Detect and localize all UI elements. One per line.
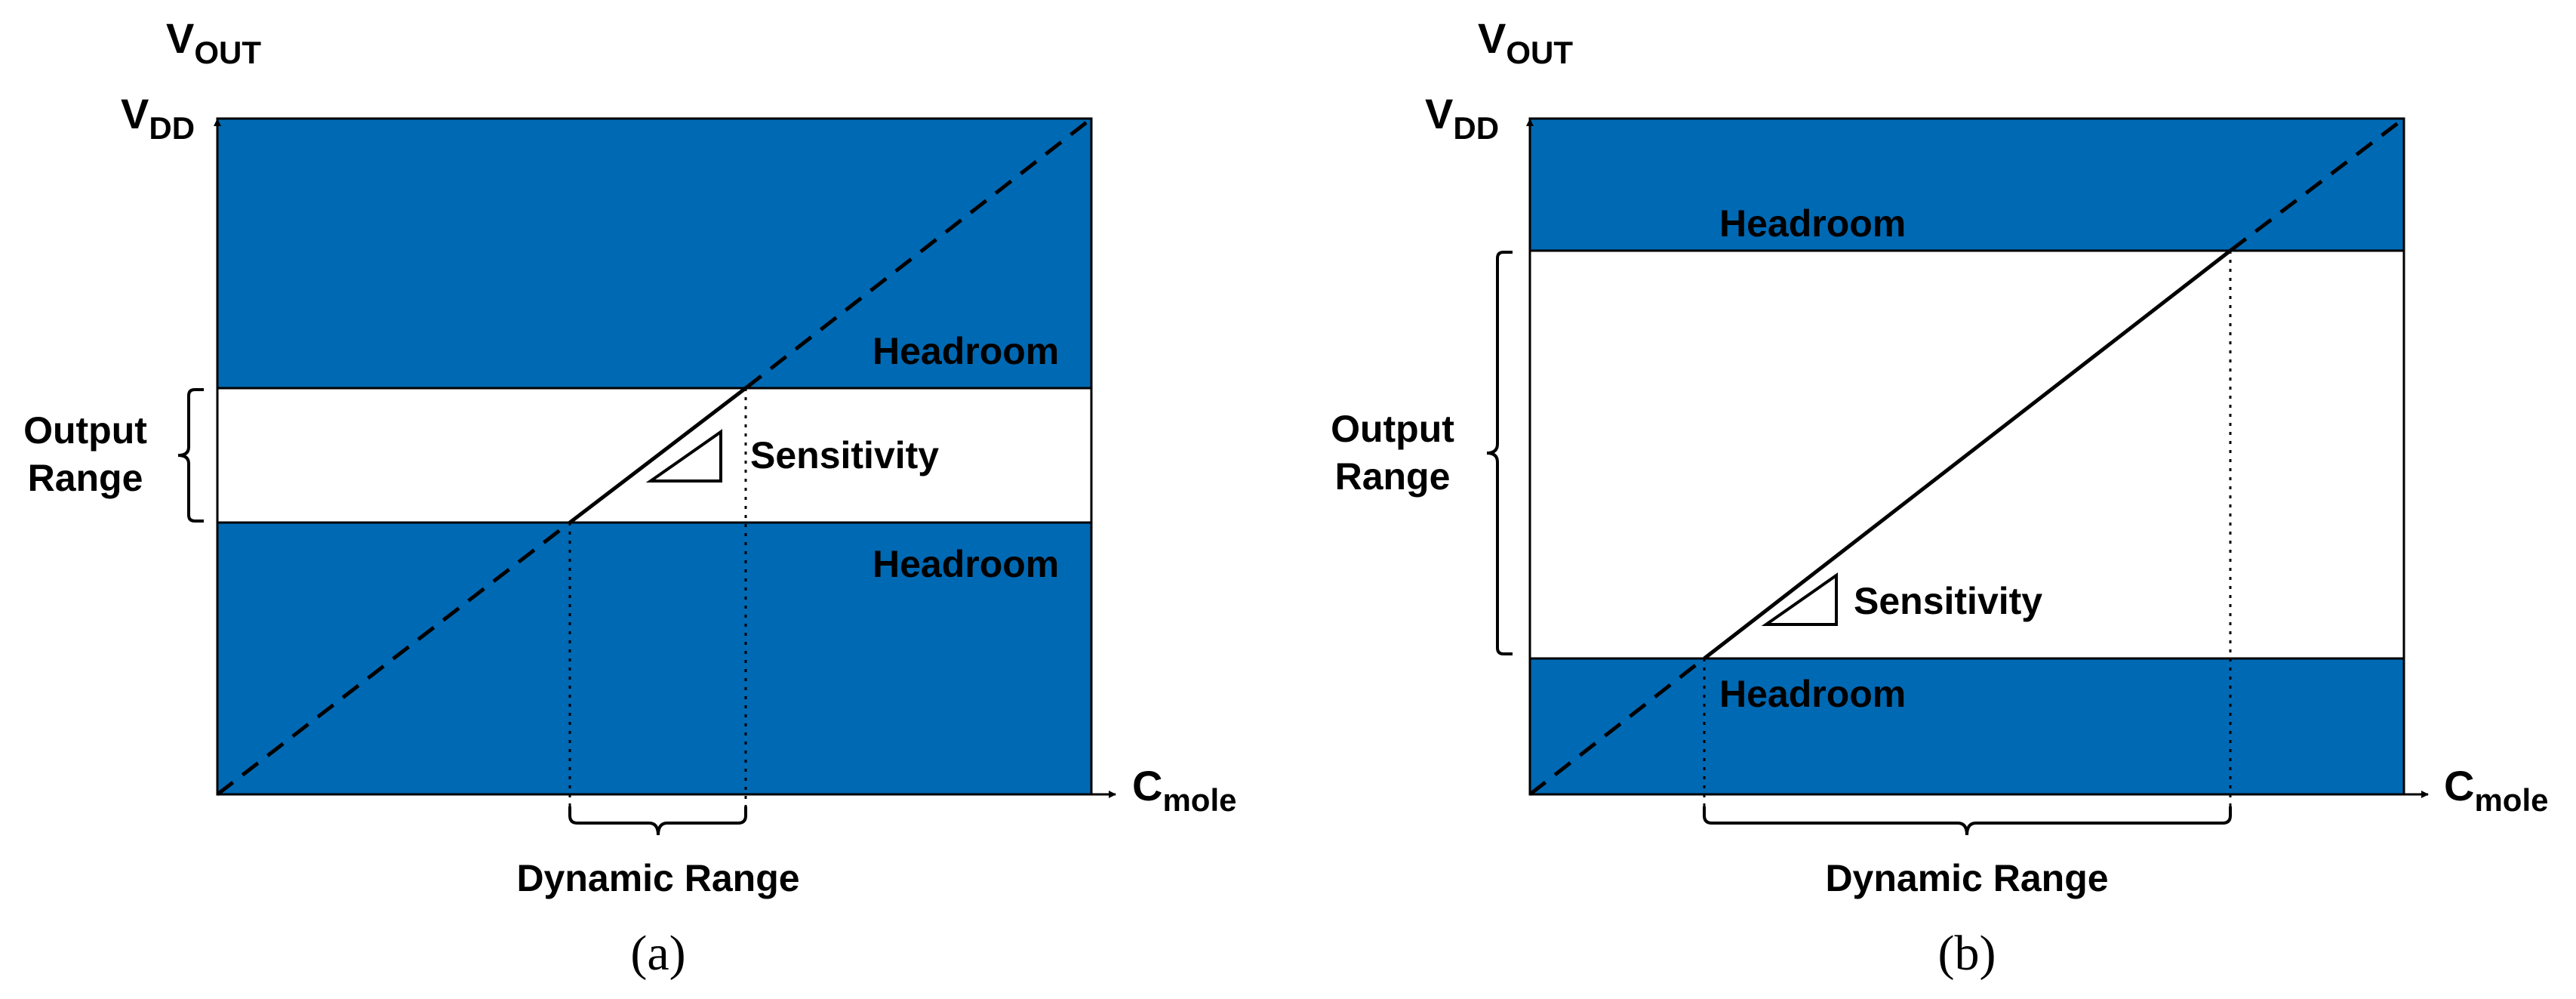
x-axis-label: Cmole bbox=[1132, 762, 1236, 818]
headroom-bottom-label: Headroom bbox=[873, 543, 1059, 585]
headroom-bottom-band bbox=[1528, 657, 2405, 796]
transfer-line-solid bbox=[568, 387, 747, 524]
dynamic-range-label: Dynamic Range bbox=[516, 857, 799, 899]
headroom-bottom-label: Headroom bbox=[1719, 673, 1906, 715]
x-axis-label: Cmole bbox=[2444, 762, 2548, 818]
panel-caption: (a) bbox=[630, 926, 685, 981]
y-axis-label: VOUT bbox=[1478, 14, 1573, 70]
transfer-line-dashed-lower bbox=[1528, 657, 1706, 796]
output-range-brace bbox=[177, 388, 204, 523]
headroom-top-label: Headroom bbox=[873, 330, 1059, 372]
vdd-label: VDD bbox=[1425, 90, 1499, 146]
sensitivity-triangle bbox=[645, 429, 722, 483]
transfer-line-solid bbox=[1703, 249, 2232, 660]
headroom-bottom-band bbox=[216, 521, 1093, 796]
y-axis-label: VOUT bbox=[166, 14, 261, 70]
transfer-line-dashed-upper bbox=[744, 117, 1093, 390]
dynamic-range-brace bbox=[1703, 806, 2232, 836]
output-range-label-line2: Range bbox=[1335, 455, 1451, 498]
output-range-label-line2: Range bbox=[28, 457, 143, 499]
headroom-top-band bbox=[1528, 117, 2405, 252]
headroom-top-band bbox=[216, 117, 1093, 390]
panel-b: VOUT VDD Cmole Headroom Headroom Sensiti… bbox=[1331, 14, 2548, 981]
panel-a: VOUT VDD Cmole Headroom Headroom Sensiti… bbox=[23, 14, 1236, 981]
sensitivity-label: Sensitivity bbox=[1854, 580, 2042, 622]
dynamic-range-label: Dynamic Range bbox=[1825, 857, 2108, 899]
transfer-line-dashed-upper bbox=[2229, 117, 2405, 252]
output-range-band bbox=[216, 387, 1093, 524]
headroom-top-label: Headroom bbox=[1719, 202, 1906, 245]
transfer-line-dashed-lower bbox=[216, 521, 571, 796]
panel-caption: (b) bbox=[1938, 926, 1996, 981]
output-range-brace bbox=[1486, 251, 1513, 655]
sensitivity-label: Sensitivity bbox=[750, 434, 939, 476]
dynamic-range-brace bbox=[568, 806, 747, 836]
output-range-label-line1: Output bbox=[1331, 408, 1454, 450]
output-range-label-line1: Output bbox=[23, 409, 147, 452]
sensitivity-triangle bbox=[1761, 572, 1838, 626]
vdd-label: VDD bbox=[121, 90, 195, 146]
